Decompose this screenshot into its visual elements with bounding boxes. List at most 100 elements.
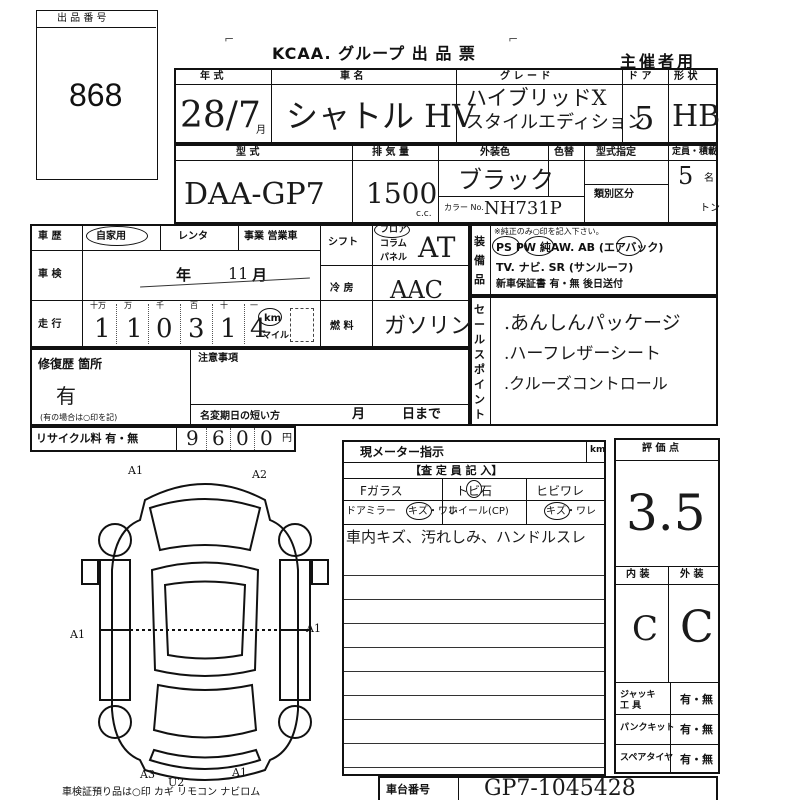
recycle-digit-2: 6 <box>212 426 225 450</box>
row1-frame <box>174 68 718 144</box>
recycle-frame <box>30 426 296 452</box>
shape-label: 形 状 <box>674 71 698 82</box>
mileage-digit-5: 1 <box>220 314 237 344</box>
shift-value: AT <box>418 231 456 264</box>
history-business: 事業 営業車 <box>244 231 298 242</box>
grade-line2: スタイルエディション <box>466 112 645 133</box>
mileage-digit-1: 1 <box>94 314 111 344</box>
lot-number: 868 <box>69 77 123 113</box>
exterior-color-value: ブラック <box>458 166 554 194</box>
inspection-year: 年 <box>176 266 192 284</box>
shift-column: コラム <box>380 239 407 249</box>
displacement-label: 排 気 量 <box>372 147 409 158</box>
fuel-value: ガソリン <box>384 314 473 339</box>
color-no-label: カラー No. <box>444 203 484 212</box>
meter-label: 現メーター指示 <box>360 445 445 459</box>
tool-jack-value: 有・無 <box>680 693 713 706</box>
year-value: 28/7 <box>180 95 261 136</box>
svg-text:A2: A2 <box>251 468 267 481</box>
svg-text:A3: A3 <box>139 768 155 781</box>
shape-value: HB <box>672 99 721 134</box>
appraiser-remarks: 車内キズ、汚れしみ、ハンドルスレ <box>346 528 587 546</box>
shift-panel: パネル <box>380 253 408 263</box>
sales-item-3: .クルーズコントロール <box>504 374 668 393</box>
displacement-value: 1500 <box>366 177 438 210</box>
svg-text:A1: A1 <box>305 622 321 635</box>
model-value: DAA-GP7 <box>184 177 325 212</box>
chassis-frame <box>378 776 718 800</box>
recycle-digit-1: 9 <box>186 426 199 450</box>
tool-repairkit-label: パンクキット <box>620 723 675 733</box>
shift-label: シフト <box>328 237 358 248</box>
grade-label: グ レ ー ド <box>500 71 551 82</box>
ac-value: AAC <box>390 276 444 304</box>
equipment-side-label: 装 備 品 <box>474 235 485 286</box>
notes-label: 注意事項 <box>198 353 238 364</box>
inspection-label: 車 検 <box>38 269 62 280</box>
capacity-value: 5 <box>678 162 694 190</box>
interior-label: 内 装 <box>626 569 650 580</box>
equipment-line1: PS PW 純AW. AB (エアバック) <box>496 241 664 254</box>
exterior-color-label: 外装色 <box>480 147 510 158</box>
recycle-unit: 円 <box>282 433 292 444</box>
fuel-label: 燃 料 <box>330 321 354 332</box>
wheel-option: キズ・ワレ <box>546 506 596 517</box>
interior-value: C <box>632 609 659 649</box>
repair-note: (有の場合は○印を記) <box>40 413 118 422</box>
displacement-unit: c.c. <box>416 209 432 219</box>
sales-item-2: .ハーフレザーシート <box>504 344 662 364</box>
form-title: KCAA. グループ 出 品 票 <box>272 44 476 63</box>
type-spec-label: 型式指定 <box>596 147 636 158</box>
mileage-grid: 十万 万 千 百 十 一 1 1 0 3 1 4 km マイル <box>86 300 320 348</box>
tool-jack-label: ジャッキ 工 具 <box>620 690 656 711</box>
f-glass-label: Fガラス <box>360 484 403 498</box>
row2-frame <box>174 144 718 224</box>
repair-label: 修復歴 箇所 <box>38 357 103 371</box>
exterior-label: 外 装 <box>680 569 704 580</box>
meter-unit: km <box>590 445 606 455</box>
grade-frame <box>614 438 720 774</box>
recycle-digit-4: 0 <box>260 426 273 450</box>
capacity-unit: 名 <box>704 173 714 184</box>
tool-spare-label: スペアタイヤ <box>620 753 674 763</box>
year-unit: 月 <box>256 125 266 136</box>
remark-lines <box>344 552 604 774</box>
grade-value: 3.5 <box>626 484 706 542</box>
model-label: 型 式 <box>236 147 260 158</box>
recycle-digit-3: 0 <box>236 426 249 450</box>
svg-text:A1: A1 <box>231 766 247 779</box>
sales-points-frame <box>470 296 718 426</box>
deadline-month: 月 <box>352 407 366 422</box>
repair-value: 有 <box>56 384 76 408</box>
mileage-label: 走 行 <box>38 319 62 330</box>
capacity-label: 定員・積載 <box>672 147 718 157</box>
history-rental: レンタ <box>178 231 208 242</box>
mileage-digit-3: 0 <box>156 314 173 344</box>
doors-value: 5 <box>634 99 655 137</box>
lot-number-box: 出 品 番 号 868 <box>36 10 158 180</box>
color-swap-label: 色替 <box>554 147 574 158</box>
mileage-digit-2: 1 <box>126 314 143 344</box>
car-name-value: シャトル HV <box>286 97 476 135</box>
deadline-day: 日まで <box>402 407 442 422</box>
hibi-label: ヒビワレ <box>536 484 585 498</box>
chassis-value: GP7-1045428 <box>484 776 636 800</box>
tool-repairkit-value: 有・無 <box>680 723 713 736</box>
footer-text: 車検証預り品は○印 カギ リモコン ナビロム <box>62 787 261 798</box>
class-label: 類別区分 <box>594 189 634 200</box>
history-label: 車 歴 <box>38 231 62 242</box>
sales-side-label: セールスポイント <box>474 303 485 421</box>
repair-frame <box>30 348 470 426</box>
recycle-label: リサイクル料 有・無 <box>36 432 139 445</box>
mileage-digit-4: 3 <box>188 314 205 344</box>
year-label: 年 式 <box>200 71 224 82</box>
name-label: 車 名 <box>340 71 364 82</box>
svg-text:A1: A1 <box>127 464 143 477</box>
grade-label: 評 価 点 <box>642 443 679 454</box>
inspection-value: 11 <box>228 264 249 283</box>
ac-label: 冷 房 <box>330 283 354 294</box>
mileage-mile: マイル <box>262 331 290 341</box>
tool-spare-value: 有・無 <box>680 753 713 766</box>
deadline-label: 名変期日の短い方 <box>200 411 280 422</box>
wheel-label: ホイール(CP) <box>448 506 509 517</box>
